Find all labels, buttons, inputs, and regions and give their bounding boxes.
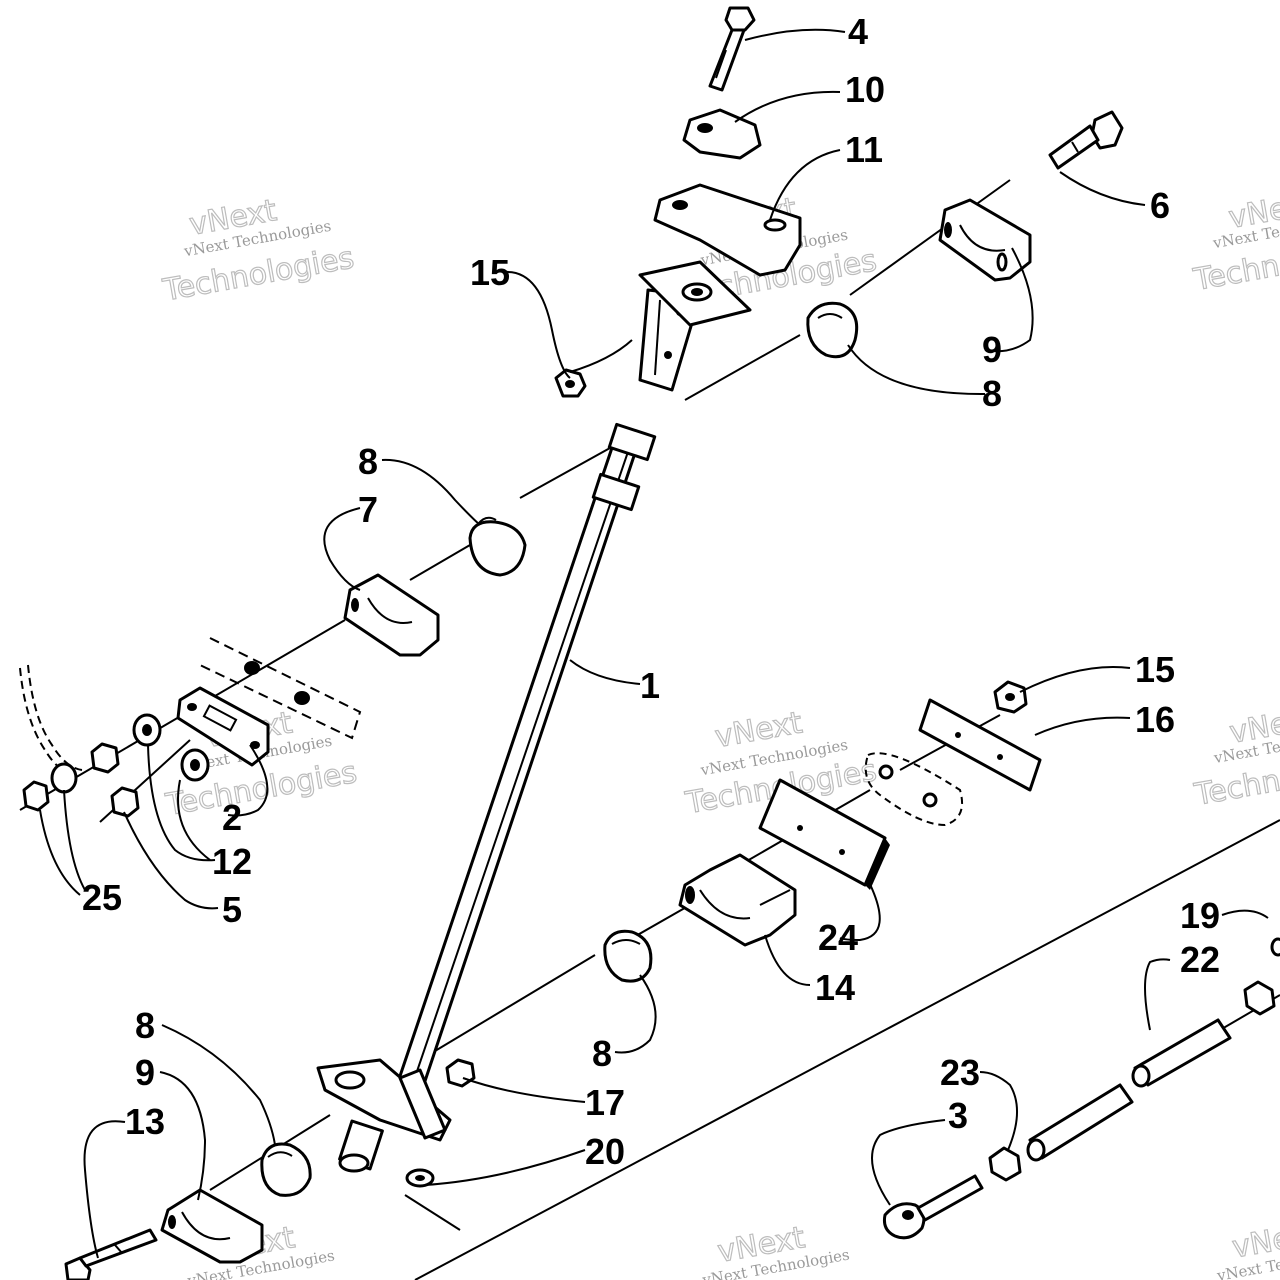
callout-8-lower-left: 8 — [135, 1005, 155, 1046]
callout-15-right: 15 — [1135, 649, 1175, 690]
nut-15-upper — [554, 368, 587, 398]
callout-2: 2 — [222, 797, 242, 838]
axis-lower-right — [414, 819, 1280, 1280]
watermark: vNext vNext Technologies Technologies — [159, 192, 357, 309]
steering-shaft — [316, 260, 752, 1173]
callout-3: 3 — [948, 1095, 968, 1136]
axis-upper-left — [519, 447, 611, 499]
mounting-plate-dashed — [199, 637, 362, 740]
callout-1: 1 — [640, 665, 660, 706]
nut-17 — [445, 1058, 476, 1088]
callout-20: 20 — [585, 1131, 625, 1172]
axis-bracket — [404, 1194, 461, 1231]
watermark: vNext vNext Technologies — [700, 1220, 851, 1280]
callout-13: 13 — [125, 1101, 165, 1142]
spacer-plate-24 — [758, 778, 890, 890]
bushing-8-upper-left — [468, 516, 527, 577]
callout-22: 22 — [1180, 939, 1220, 980]
watermark: vNext vNext Technologies Technologies — [1190, 186, 1280, 299]
plate-16 — [918, 698, 1042, 792]
callout-8-upper-right: 8 — [982, 373, 1002, 414]
bushing-8-lower-left — [260, 1142, 312, 1197]
axis-upper-right — [849, 179, 1011, 296]
callout-24: 24 — [818, 917, 858, 958]
callout-9-lower: 9 — [135, 1052, 155, 1093]
callout-14: 14 — [815, 967, 855, 1008]
washer-12-b — [180, 748, 210, 782]
callout-8-mid: 8 — [592, 1033, 612, 1074]
clamp-14 — [678, 853, 797, 947]
nut-5 — [110, 786, 140, 818]
callout-10: 10 — [845, 69, 885, 110]
clamp-9-lower — [160, 1188, 264, 1264]
bolt-13 — [64, 1228, 158, 1280]
clamp-9-upper — [938, 198, 1032, 282]
cable-dashed — [19, 664, 83, 794]
callout-9-upper: 9 — [982, 329, 1002, 370]
callout-4: 4 — [848, 11, 868, 52]
tie-rod-sleeve — [1026, 1083, 1134, 1162]
clamp-block-11 — [653, 183, 802, 277]
washer-12-a — [132, 713, 162, 747]
callout-19: 19 — [1180, 895, 1220, 936]
callout-8-upper-left: 8 — [358, 441, 378, 482]
watermark: vNext vNext Technologies Technologies — [1191, 700, 1280, 813]
bolt-4 — [708, 6, 756, 92]
bolt-6 — [1048, 110, 1124, 170]
boot-22 — [1131, 1018, 1232, 1088]
callout-16: 16 — [1135, 699, 1175, 740]
callout-labels: 4 10 11 6 15 9 8 8 7 1 15 16 2 12 25 5 2… — [82, 11, 1220, 1172]
callout-23: 23 — [940, 1052, 980, 1093]
jam-nut-23 — [988, 1146, 1022, 1182]
callout-25: 25 — [82, 877, 122, 918]
callout-12: 12 — [212, 841, 252, 882]
washer-20 — [405, 1168, 435, 1188]
callout-5: 5 — [222, 889, 242, 930]
clamp-cap-10 — [682, 108, 762, 160]
bushing-8-mid — [603, 929, 653, 983]
callout-11: 11 — [845, 129, 883, 170]
nut-25-b — [22, 780, 50, 812]
nut-19-right — [1243, 937, 1280, 1016]
axis-right-mid-d — [419, 954, 596, 1061]
callout-7: 7 — [358, 489, 378, 530]
axis-upper-left-b — [409, 544, 471, 581]
callout-17: 17 — [585, 1082, 625, 1123]
bracket-plate-dashed — [864, 752, 964, 827]
watermark: vNext vNext Technologies — [1215, 1215, 1280, 1280]
callout-6: 6 — [1150, 185, 1170, 226]
axis-upper-right-b — [684, 334, 801, 401]
callout-15-upper: 15 — [470, 252, 510, 293]
rod-end-3 — [883, 1174, 984, 1240]
nut-15-right — [993, 680, 1028, 714]
leader-lines — [39, 28, 1269, 1259]
clamp-7 — [343, 573, 440, 657]
bushing-8-upper-right — [806, 301, 859, 359]
nut-25-a — [90, 742, 120, 774]
